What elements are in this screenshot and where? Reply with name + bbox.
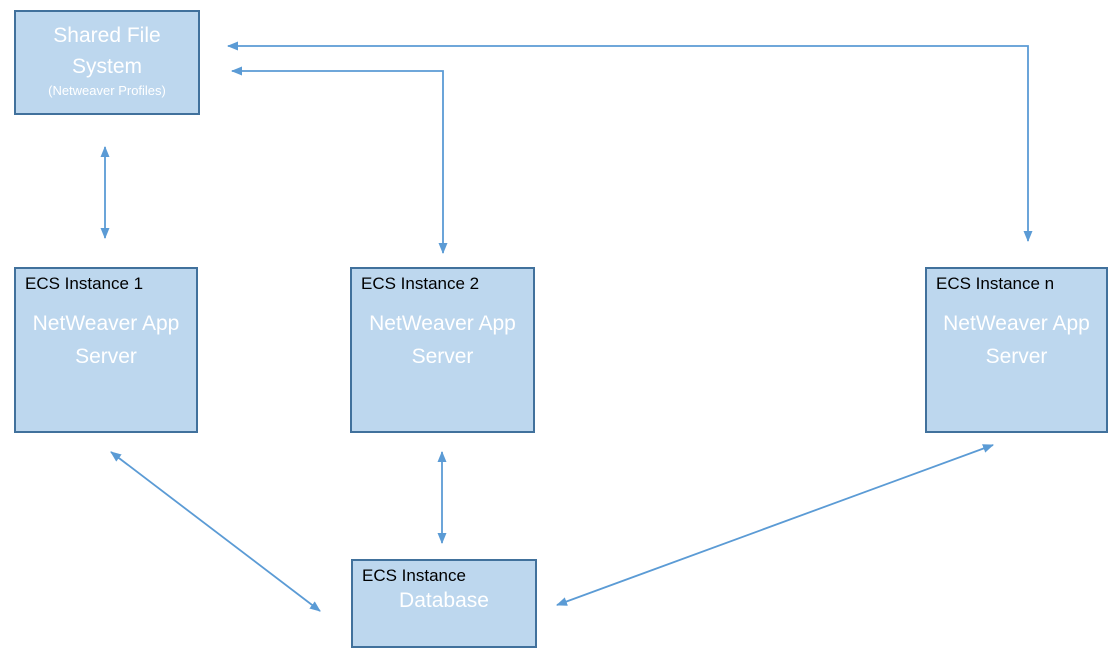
node-shared-file-system: Shared File System (Netweaver Profiles) (14, 10, 200, 115)
node-title: Shared File System (53, 24, 161, 78)
node-body: NetWeaver App Server (32, 312, 180, 368)
node-ecs-instance-1: ECS Instance 1 NetWeaver App Server (14, 267, 198, 433)
node-body: NetWeaver App Server (943, 312, 1090, 368)
node-subtitle: (Netweaver Profiles) (48, 83, 166, 98)
node-label: ECS Instance 2 (361, 274, 480, 293)
node-body: Database (399, 589, 489, 612)
node-body: NetWeaver App Server (369, 312, 516, 368)
node-ecs-instance-2: ECS Instance 2 NetWeaver App Server (350, 267, 535, 433)
node-label: ECS Instance 1 (25, 274, 144, 293)
node-label: ECS Instance n (936, 274, 1055, 293)
connector-ecs-1--database (110, 451, 321, 612)
node-label: ECS Instance (362, 566, 466, 585)
connector-database--ecs-n (556, 444, 994, 606)
node-ecs-database: ECS Instance Database (351, 559, 537, 648)
connector-shared-fs--ecs-n (227, 41, 1033, 242)
node-ecs-instance-n: ECS Instance n NetWeaver App Server (925, 267, 1108, 433)
connector-shared-fs--ecs-2 (231, 66, 448, 254)
